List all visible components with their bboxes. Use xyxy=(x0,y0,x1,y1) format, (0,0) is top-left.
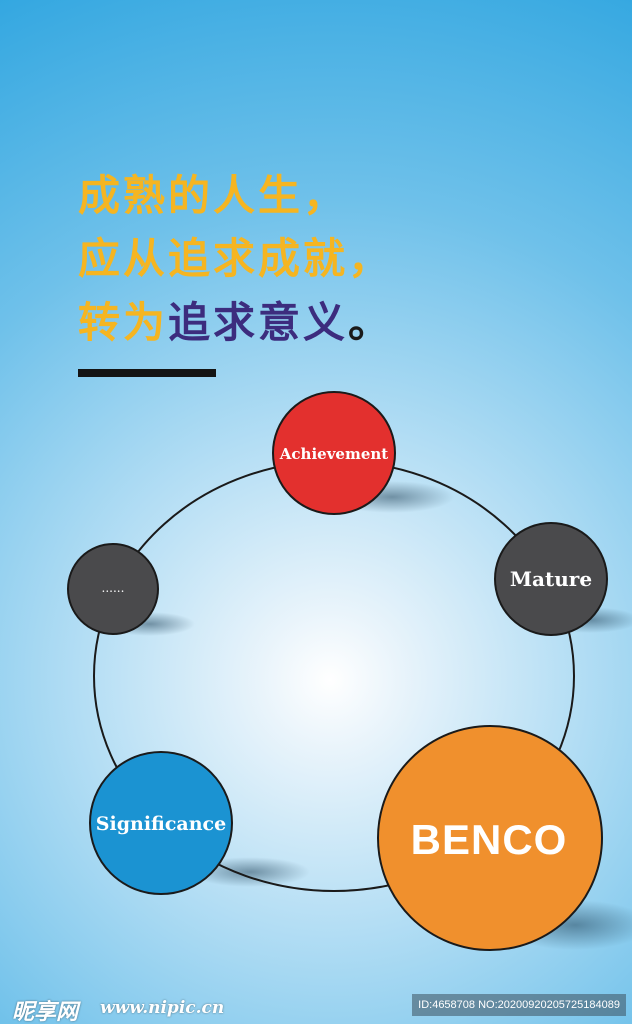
watermark-bar: 昵享网 www.nipic.cn ID:4658708 NO:202009202… xyxy=(0,988,632,1024)
ellipsis-label: ...... xyxy=(102,581,125,595)
headline-line-3: 转为追求意义。 xyxy=(78,302,393,344)
ellipsis-node: ...... xyxy=(67,543,159,635)
headline-line-2: 应从追求成就， xyxy=(78,234,394,283)
headline-line-3-end: 。 xyxy=(348,298,394,347)
significance-node: Significance xyxy=(89,751,233,895)
mature-label: Mature xyxy=(510,567,592,591)
brand-node: BENCO xyxy=(377,725,603,951)
achievement-label: Achievement xyxy=(279,445,388,463)
achievement-circle xyxy=(272,391,396,515)
brand-circle xyxy=(377,725,603,951)
brand-logo-text: BENCO xyxy=(411,816,568,863)
mature-circle xyxy=(494,522,608,636)
headline-line-1: 成熟的人生， xyxy=(78,171,349,220)
significance-circle xyxy=(89,751,233,895)
watermark-url: www.nipic.cn xyxy=(100,998,225,1018)
ellipsis-circle xyxy=(67,543,159,635)
achievement-node: Achievement xyxy=(272,391,396,515)
significance-label: Significance xyxy=(96,813,226,835)
watermark-logo: 昵享网 xyxy=(12,1000,79,1024)
divider-bar xyxy=(78,369,216,377)
watermark-id: ID:4658708 NO:20200920205725184089 xyxy=(412,994,626,1016)
mature-node: Mature xyxy=(494,522,608,636)
headline-line-3-emphasis: 追求意义 xyxy=(168,298,349,347)
headline-line-3-prefix: 转为 xyxy=(78,298,169,347)
